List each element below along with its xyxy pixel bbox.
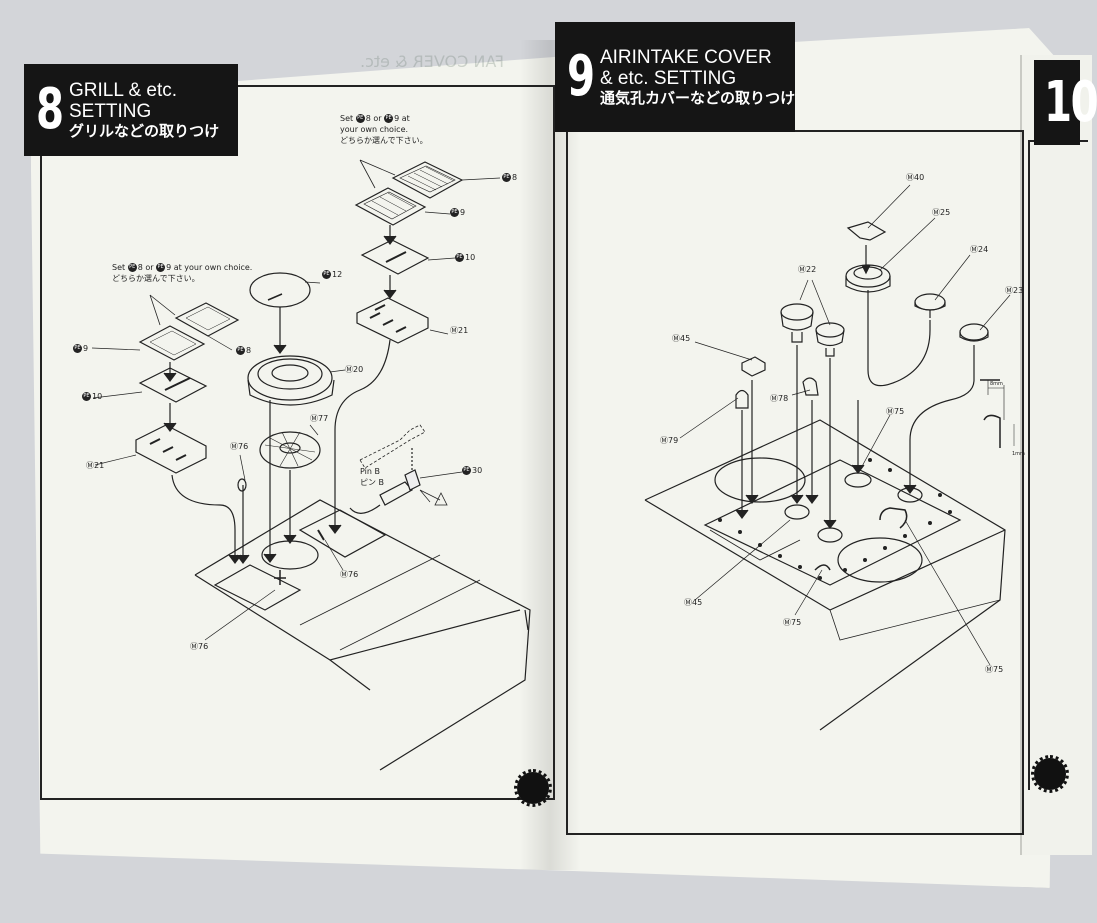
hook-m79 bbox=[735, 389, 749, 409]
page-marker-icon bbox=[514, 769, 552, 807]
cover-m21-top bbox=[356, 297, 429, 344]
note-choice-a: 8 or bbox=[137, 263, 154, 272]
label-m23: Ⓜ23 bbox=[1005, 286, 1024, 295]
cap-m40 bbox=[846, 221, 887, 241]
pe-badge-icon: PE bbox=[384, 114, 394, 123]
note-choice-b: 9 at your own choice. bbox=[166, 263, 253, 272]
dimension-8mm: 8mm bbox=[990, 381, 1003, 387]
page-fold-shadow bbox=[520, 40, 580, 870]
dimension-1mm: 1mm bbox=[1012, 451, 1025, 457]
label-m21-left: Ⓜ21 bbox=[86, 461, 105, 470]
pe-badge-icon: PE bbox=[455, 253, 464, 262]
label-m79: Ⓜ79 bbox=[660, 436, 679, 445]
pe-badge-icon: PE bbox=[450, 208, 459, 217]
step8-frame bbox=[40, 85, 555, 800]
label-m75-b: Ⓜ75 bbox=[783, 618, 802, 627]
step8-title-line1: GRILL & etc. bbox=[68, 79, 178, 101]
pe-badge-icon: PE bbox=[355, 114, 365, 123]
label-m25: Ⓜ25 bbox=[932, 208, 951, 217]
step9-frame bbox=[566, 130, 1024, 835]
label-m40: Ⓜ40 bbox=[906, 173, 925, 182]
step8-hull bbox=[194, 499, 531, 771]
pe-badge-icon: PE bbox=[236, 346, 245, 355]
pin-label-en: Pin B bbox=[360, 467, 380, 476]
rivet-dots bbox=[718, 458, 952, 580]
step9-number: 9 bbox=[567, 44, 595, 109]
step9-header: 9 AIRINTAKE COVER & etc. SETTING 通気孔カバーな… bbox=[555, 22, 795, 132]
pin-note: Pin B ピン B bbox=[360, 466, 384, 488]
mesh-pe10-top bbox=[360, 239, 430, 275]
step8-header: 8 GRILL & etc. SETTING グリルなどの取りつけ bbox=[24, 64, 238, 156]
step10-number: 10 bbox=[1044, 69, 1097, 135]
step9-title-line1: AIRINTAKE COVER bbox=[599, 46, 772, 68]
cap-m24 bbox=[914, 293, 946, 318]
grille-pe9-top bbox=[354, 187, 427, 226]
step8-title-block: GRILL & etc. SETTING グリルなどの取りつけ bbox=[69, 80, 219, 141]
step10-header: 10 bbox=[1034, 60, 1097, 145]
fan-m77 bbox=[259, 431, 321, 469]
label-m75-a: Ⓜ75 bbox=[886, 407, 905, 416]
pe-badge-icon: PE bbox=[82, 392, 91, 401]
label-m20: Ⓜ20 bbox=[345, 365, 364, 374]
step8-number: 8 bbox=[36, 77, 64, 142]
cover-m21-left bbox=[135, 424, 207, 474]
cap-m23 bbox=[959, 323, 989, 360]
pe-badge-icon: PE bbox=[462, 466, 471, 475]
pe-badge-icon: PE bbox=[156, 263, 166, 272]
label-m22: Ⓜ22 bbox=[798, 265, 817, 274]
caps-m22 bbox=[780, 303, 845, 357]
label-m45-bottom: Ⓜ45 bbox=[684, 598, 703, 607]
label-m76-b: Ⓜ76 bbox=[340, 570, 359, 579]
grille-pe8-left bbox=[174, 302, 240, 337]
step9-title-jp: 通気孔カバーなどの取りつけ bbox=[599, 89, 796, 107]
pe-badge-icon: PE bbox=[502, 173, 511, 182]
grille-pe9-left bbox=[138, 325, 206, 361]
pe-badge-icon: PE bbox=[322, 270, 331, 279]
note-choice-a: 8 or bbox=[365, 114, 382, 123]
pe-badge-icon: PE bbox=[73, 344, 82, 353]
hook-m78 bbox=[802, 377, 819, 396]
note-choice-end: your own choice. bbox=[340, 125, 409, 134]
pe-badge-icon: PE bbox=[127, 263, 137, 272]
note-jp: どちらか選んで下さい。 bbox=[340, 136, 428, 145]
pin-label-jp: ピン B bbox=[360, 478, 385, 487]
instruction-sheet bbox=[30, 28, 1060, 888]
step8-title-line2: SETTING bbox=[68, 100, 152, 122]
fan-housing-m20 bbox=[247, 355, 335, 406]
bracket-m45 bbox=[741, 356, 766, 377]
page-marker-icon bbox=[1031, 755, 1069, 793]
label-m21-top: Ⓜ21 bbox=[450, 326, 469, 335]
step9-title-block: AIRINTAKE COVER & etc. SETTING 通気孔カバーなどの… bbox=[600, 47, 795, 108]
step8-title-jp: グリルなどの取りつけ bbox=[68, 122, 220, 140]
label-m24: Ⓜ24 bbox=[970, 245, 989, 254]
note-jp: どちらか選んで下さい。 bbox=[112, 274, 200, 283]
label-m75-c: Ⓜ75 bbox=[985, 665, 1004, 674]
step9-hull bbox=[644, 419, 1006, 731]
step9-title-line2: & etc. SETTING bbox=[599, 67, 737, 89]
label-m76-c: Ⓜ76 bbox=[190, 642, 209, 651]
label-m77: Ⓜ77 bbox=[310, 414, 329, 423]
note-set-word: Set bbox=[112, 263, 126, 272]
note-set-word: Set bbox=[340, 114, 354, 123]
disc-pe12 bbox=[249, 272, 311, 308]
label-m45-top: Ⓜ45 bbox=[672, 334, 691, 343]
next-page-edge bbox=[1020, 55, 1092, 855]
grille-pe8-top bbox=[391, 161, 464, 199]
label-m76-a: Ⓜ76 bbox=[230, 442, 249, 451]
note-choice-b: 9 at bbox=[394, 114, 410, 123]
label-m78: Ⓜ78 bbox=[770, 394, 789, 403]
mesh-pe10-left bbox=[138, 367, 208, 403]
